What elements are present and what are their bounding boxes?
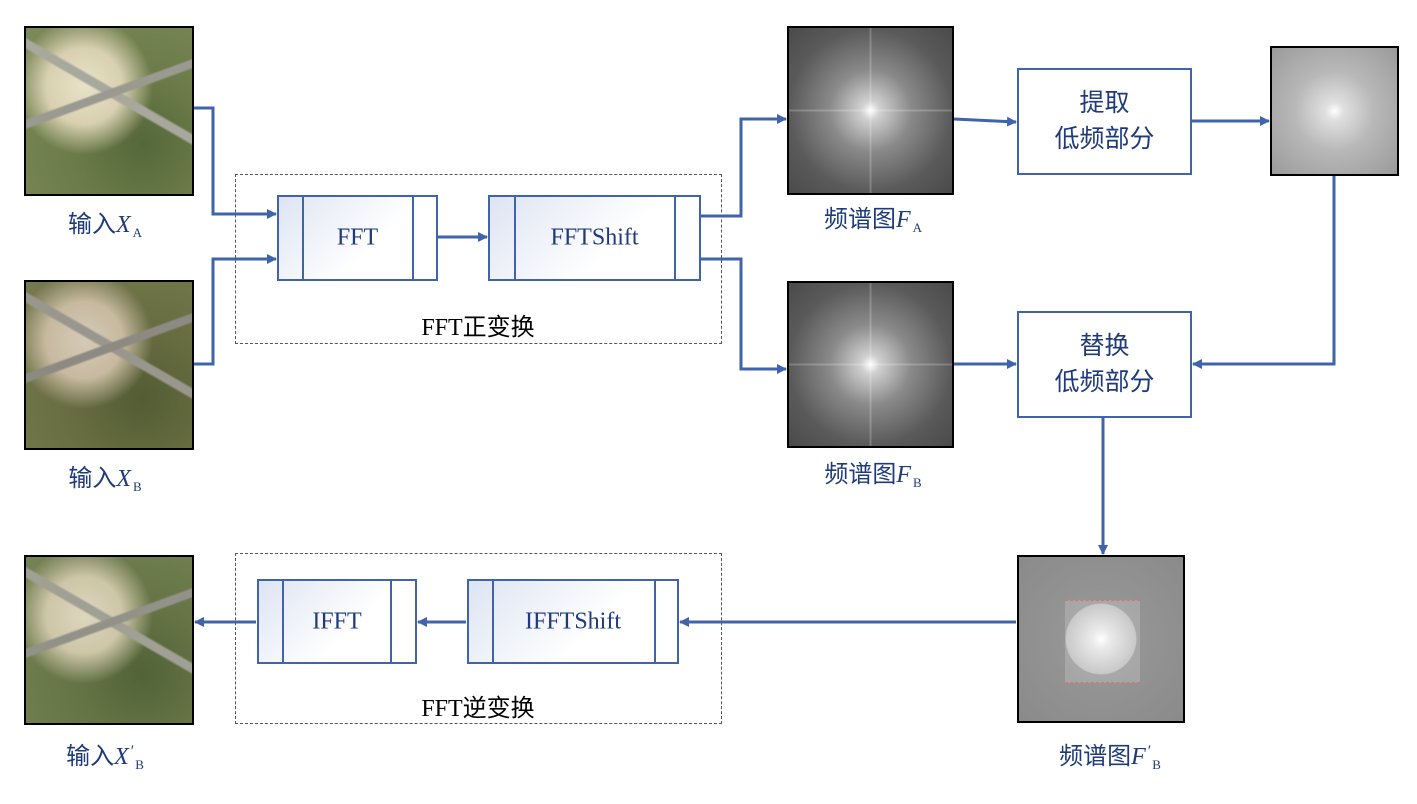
replace-low-frequency-box: 替换 低频部分 [1017, 311, 1192, 418]
ifft-block: IFFT [257, 579, 417, 664]
spectrum-a-sub: A [912, 220, 923, 235]
spectrum-b-prime-var: F [1131, 744, 1146, 770]
extract-line2: 低频部分 [1054, 125, 1155, 153]
ifftshift-label: IFFTShift [524, 608, 622, 634]
input-image-a [24, 26, 194, 196]
input-b-sub: B [133, 479, 142, 494]
ifft-label: IFFT [312, 608, 362, 634]
arrow-shift-to-spectrum-a [701, 114, 787, 218]
extract-low-frequency-box: 提取 低频部分 [1017, 68, 1192, 175]
spectrum-b-prime-prime: ′ [1147, 743, 1152, 760]
fftshift-label: FFTShift [550, 224, 639, 251]
spectrum-a-var: F [895, 207, 911, 233]
ifftshift-block: IFFTShift [467, 579, 679, 664]
output-b-prime-var: X [114, 744, 129, 770]
arrow-b-to-fft [194, 254, 277, 366]
arrow-spectrum-a-to-extract [953, 116, 1017, 127]
input-a-sub: A [132, 225, 143, 240]
low-frequency-spectrum-a [1270, 46, 1399, 176]
input-b-prefix: 输入 [68, 466, 117, 492]
spectrum-b-var: F [896, 462, 911, 488]
spectrum-b-prime-sub: B [1152, 757, 1161, 772]
fftshift-block: FFTShift [488, 195, 701, 281]
replaced-region [1065, 600, 1140, 683]
arrow-a-to-fft [194, 106, 277, 219]
extract-line1: 提取 [1079, 89, 1130, 117]
spectrum-a-prefix: 频谱图 [823, 207, 896, 233]
fft-label: FFT [336, 224, 379, 251]
replace-line1: 替换 [1079, 332, 1130, 360]
fft-inverse-group [235, 553, 722, 724]
spectrum-a [787, 26, 954, 195]
input-a-prefix: 输入 [67, 212, 116, 238]
input-a-var: X [115, 212, 131, 238]
spectrum-b-prime [1017, 555, 1185, 723]
spectrum-b-prefix: 频谱图 [824, 462, 897, 488]
inverse-group-label: FFT逆变换 [421, 696, 535, 722]
spectrum-b-prime-prefix: 频谱图 [1059, 744, 1132, 770]
spectrum-b [787, 281, 954, 448]
input-b-var: X [116, 466, 131, 492]
output-b-prime-label: 输入X′B [66, 742, 144, 772]
spectrum-b-prime-label: 频谱图F′B [1059, 742, 1161, 772]
fft-block: FFT [277, 195, 438, 281]
input-image-b [24, 280, 194, 450]
arrow-shift-to-spectrum-b [701, 257, 787, 374]
output-image-b-prime [24, 555, 194, 725]
output-b-prime-sub: B [135, 757, 144, 772]
forward-group-label: FFT正变换 [421, 315, 535, 341]
arrow-low-freq-to-replace [1192, 176, 1336, 369]
output-b-prime-prefix: 输入 [66, 744, 115, 770]
output-b-prime-prime: ′ [130, 743, 135, 760]
replace-line2: 低频部分 [1054, 368, 1155, 396]
spectrum-b-sub: B [913, 475, 922, 490]
